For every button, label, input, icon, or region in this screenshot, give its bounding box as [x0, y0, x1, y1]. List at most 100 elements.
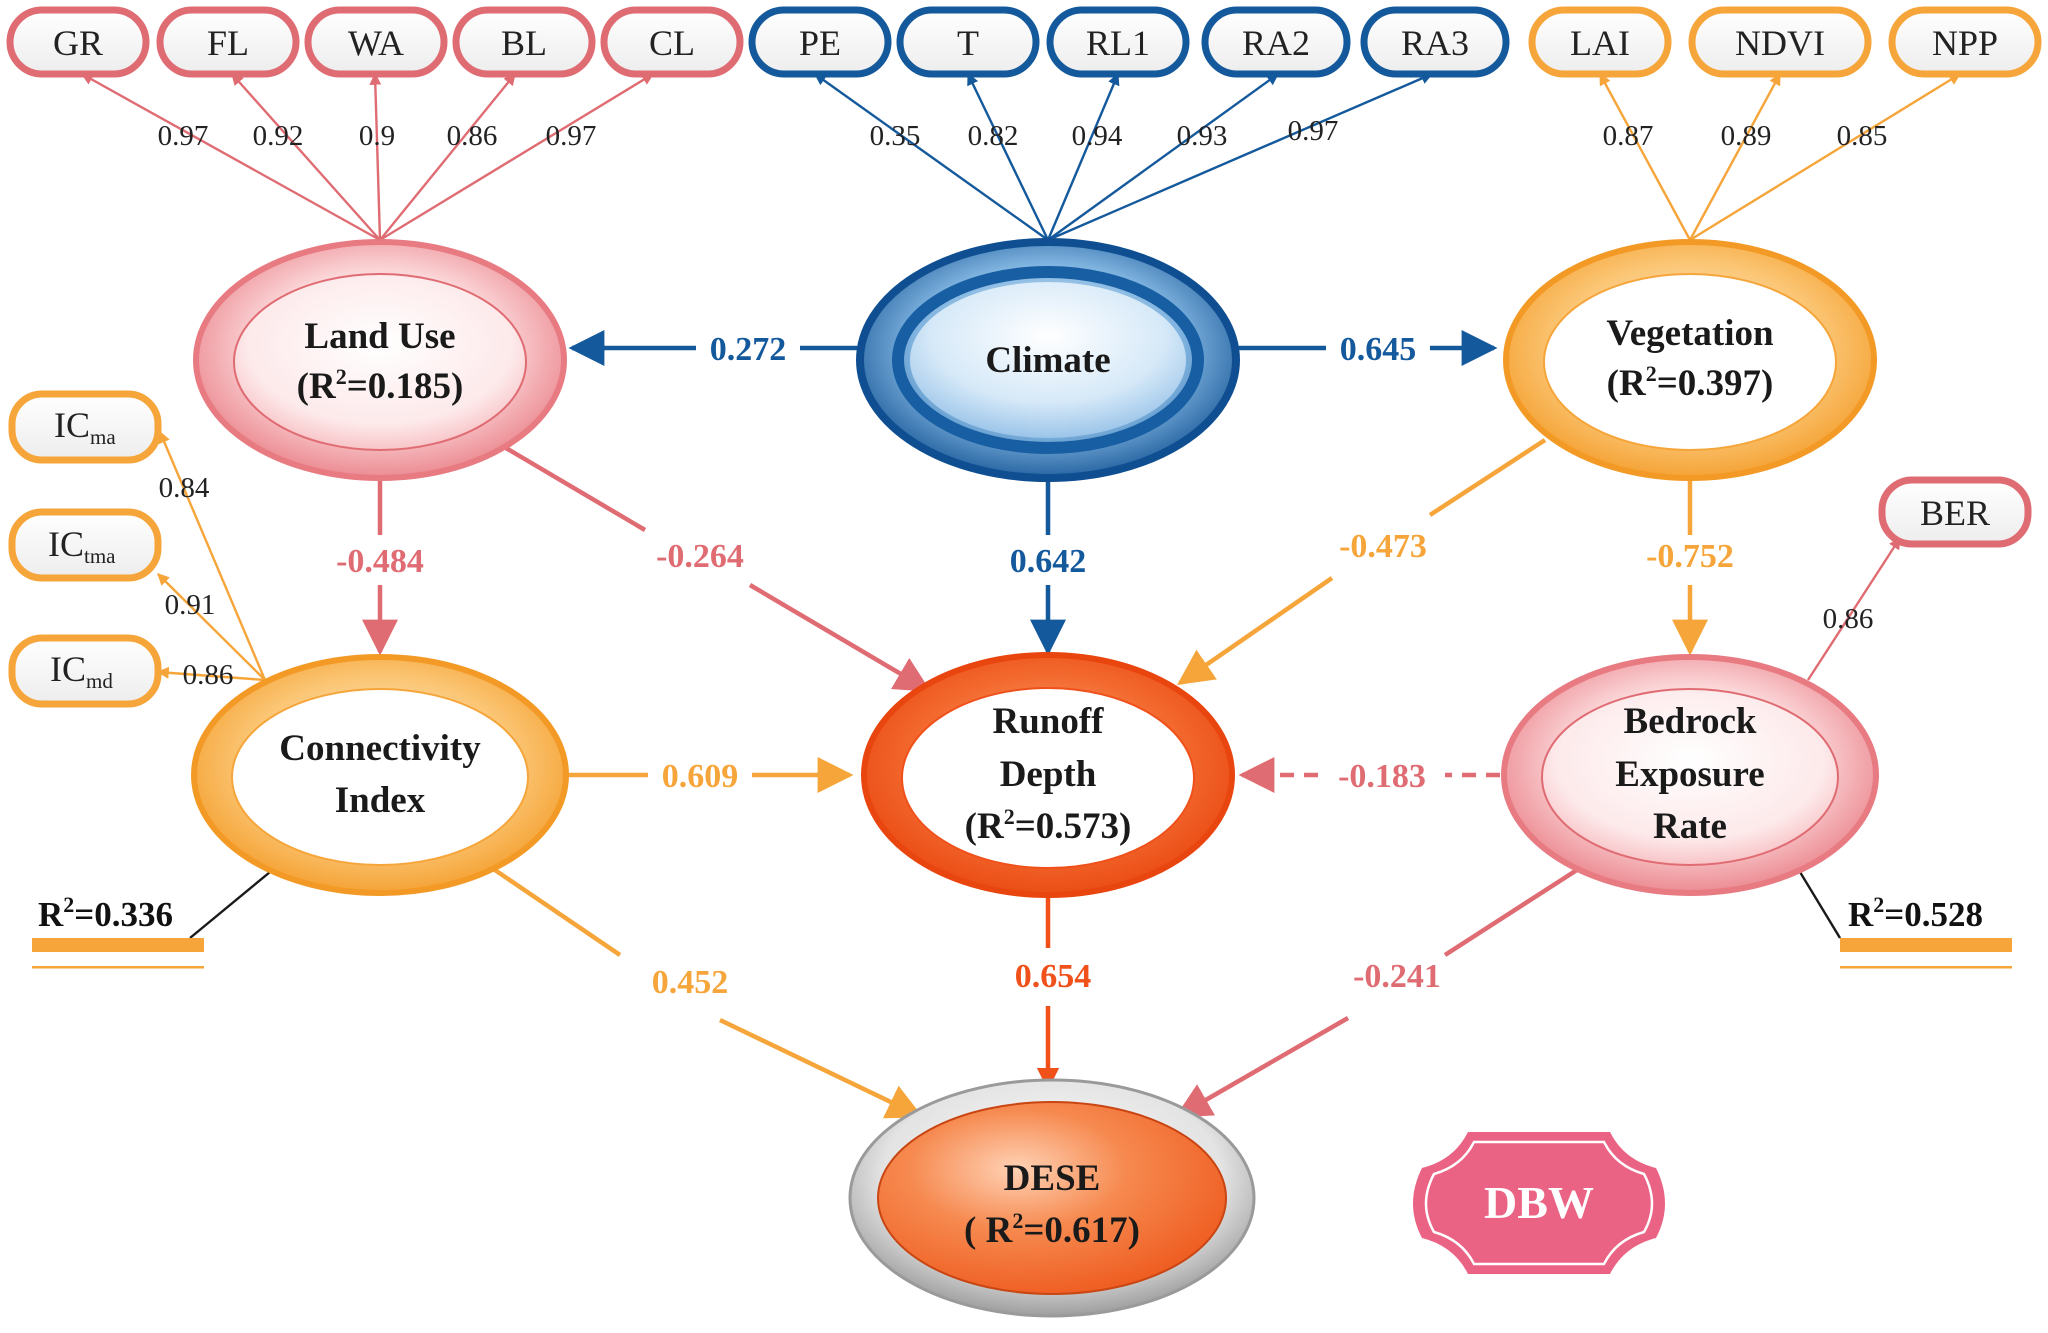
svg-text:R2=0.528: R2=0.528	[1848, 892, 1983, 934]
loading-lai: 0.87	[1603, 120, 1654, 152]
node-climate-label: Climate	[985, 340, 1110, 381]
node-runoff-r2: (R2=0.573)	[965, 804, 1132, 847]
r2-bedrock: R2=0.528	[1840, 892, 2012, 969]
node-bedrock-label-2: Exposure	[1615, 754, 1764, 795]
indicator-pe: PE	[748, 6, 892, 78]
node-climate: Climate	[856, 238, 1240, 482]
path-connectivity-dese-b	[719, 1017, 924, 1119]
indicator-ra2: RA2	[1201, 6, 1351, 78]
coef-climate-runoff: 0.642	[1010, 543, 1087, 580]
coef-runoff-dese: 0.654	[1015, 958, 1092, 995]
indicator-bl: BL	[452, 6, 596, 78]
indicator-ictma: ICtma	[8, 508, 162, 582]
path-vegetation-runoff-a	[1428, 438, 1547, 517]
node-vegetation-r2: (R2=0.397)	[1607, 361, 1774, 404]
svg-text:PE: PE	[799, 23, 841, 63]
node-dese: DESE ( R2=0.617)	[848, 1078, 1256, 1318]
coef-landuse-connectivity: -0.484	[336, 543, 424, 580]
loading-line-npp	[1689, 72, 1962, 242]
coef-bedrock-dese: -0.241	[1353, 958, 1441, 995]
path-bedrock-dese-a	[1443, 866, 1582, 957]
svg-text:R2=0.336: R2=0.336	[38, 892, 173, 934]
path-landuse-runoff-a	[504, 446, 647, 532]
indicator-wa: WA	[304, 6, 448, 78]
path-connectivity-dese-a	[490, 866, 622, 957]
connectivity-indicators: ICma ICtma ICmd	[8, 390, 162, 708]
coef-vegetation-runoff: -0.473	[1339, 528, 1427, 565]
indicator-gr: GR	[6, 6, 150, 78]
path-bedrock-dese-b	[1174, 1016, 1350, 1118]
node-land-use-label: Land Use	[304, 316, 455, 357]
svg-text:RL1: RL1	[1086, 23, 1150, 63]
indicator-rl1: RL1	[1046, 6, 1190, 78]
loading-line-t	[966, 72, 1050, 241]
coef-bedrock-runoff: -0.183	[1338, 758, 1426, 795]
loading-ictma: 0.91	[165, 589, 216, 621]
indicator-icma: ICma	[8, 390, 162, 464]
node-land-use-r2: (R2=0.185)	[297, 364, 464, 407]
node-runoff-label-2: Depth	[1000, 754, 1097, 795]
svg-text:BL: BL	[501, 23, 547, 63]
dbw-badge-label: DBW	[1484, 1177, 1594, 1228]
loading-t: 0.82	[968, 120, 1019, 152]
loading-line-lai	[1598, 72, 1692, 241]
loading-line-ra2	[1047, 73, 1279, 241]
loading-ra3: 0.97	[1288, 115, 1339, 147]
node-dese-r2: ( R2=0.617)	[964, 1208, 1140, 1251]
node-vegetation-label: Vegetation	[1606, 313, 1774, 354]
loading-icma: 0.84	[159, 472, 210, 504]
indicator-ndvi: NDVI	[1688, 6, 1872, 78]
svg-text:NPP: NPP	[1932, 23, 1998, 63]
loading-line-ra3	[1047, 72, 1434, 242]
loading-line-pe	[814, 73, 1049, 241]
loading-line-ictma	[157, 573, 266, 681]
loading-line-fl	[231, 73, 381, 241]
loading-line-bl	[379, 73, 516, 241]
loading-rl1: 0.94	[1072, 120, 1123, 152]
indicator-npp: NPP	[1888, 6, 2042, 78]
loading-line-rl1	[1046, 72, 1120, 241]
node-dese-label: DESE	[1004, 1158, 1101, 1199]
path-coefficients: 0.272 0.645 0.642 -0.484 -0.264 -0.473 -…	[336, 331, 1734, 1001]
svg-text:ICmd: ICmd	[50, 649, 113, 693]
loading-ndvi: 0.89	[1721, 120, 1772, 152]
loading-line-ndvi	[1688, 72, 1782, 241]
indicator-t: T	[896, 6, 1040, 78]
svg-text:BER: BER	[1920, 493, 1990, 533]
land-use-loadings	[80, 72, 655, 242]
svg-text:NDVI: NDVI	[1735, 23, 1825, 63]
loading-cl: 0.97	[546, 120, 597, 152]
connectivity-loadings	[156, 430, 267, 682]
loading-fl: 0.92	[253, 120, 304, 152]
r2-leader-bedrock	[1798, 871, 1842, 939]
r2-connectivity: R2=0.336	[32, 892, 204, 969]
structural-paths	[189, 330, 1842, 1119]
loading-line-ber	[1806, 536, 1902, 681]
indicator-cl: CL	[600, 6, 744, 78]
loading-line-wa	[369, 72, 382, 241]
loading-npp: 0.85	[1837, 120, 1888, 152]
coef-vegetation-bedrock: -0.752	[1646, 538, 1734, 575]
node-bedrock: Bedrock Exposure Rate	[1501, 654, 1879, 896]
loading-pe: 0.35	[870, 120, 921, 152]
indicator-ra3: RA3	[1360, 6, 1510, 78]
dbw-badge: DBW	[1413, 1132, 1665, 1274]
node-runoff: Runoff Depth (R2=0.573)	[861, 652, 1235, 898]
loading-ber: 0.86	[1823, 603, 1874, 635]
svg-text:FL: FL	[207, 23, 249, 63]
loading-ra2: 0.93	[1177, 120, 1228, 152]
r2-leader-connectivity	[189, 871, 271, 939]
vegetation-loadings	[1598, 72, 1962, 242]
svg-text:GR: GR	[53, 23, 103, 63]
coef-connectivity-runoff: 0.609	[662, 758, 739, 795]
climate-loadings	[814, 72, 1434, 242]
svg-text:CL: CL	[649, 23, 695, 63]
node-vegetation: Vegetation (R2=0.397)	[1503, 239, 1877, 481]
node-runoff-label: Runoff	[992, 701, 1104, 742]
svg-text:LAI: LAI	[1570, 23, 1630, 63]
indicator-fl: FL	[156, 6, 300, 78]
indicator-ber: BER	[1878, 476, 2032, 548]
path-vegetation-runoff-b	[1177, 576, 1334, 686]
coef-connectivity-dese: 0.452	[652, 964, 729, 1001]
